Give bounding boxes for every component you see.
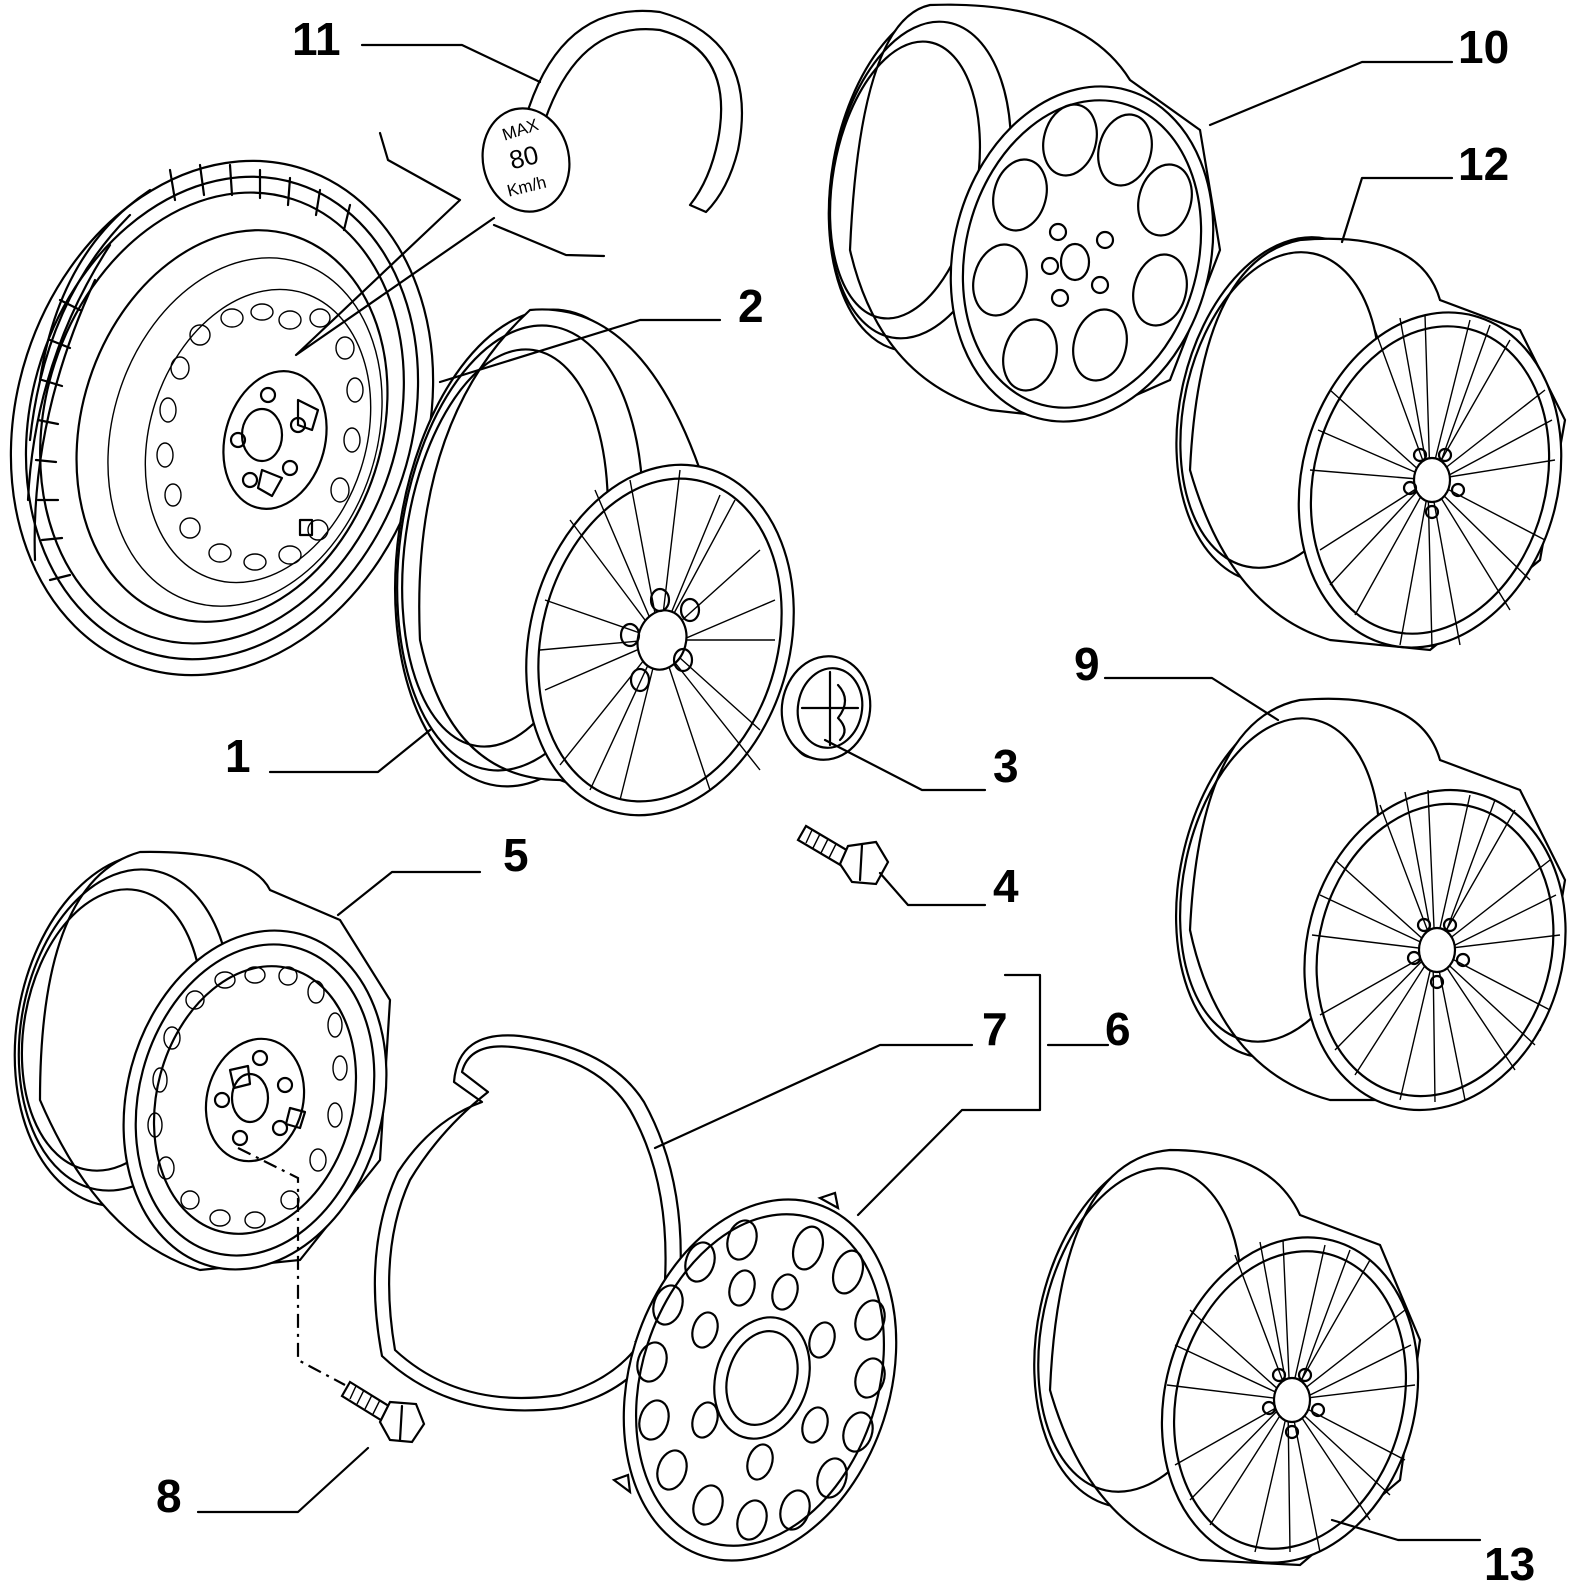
centre-cap-badge — [780, 655, 872, 761]
leader-lines — [196, 43, 1482, 1542]
alloy-wheel-part-9 — [1174, 697, 1567, 1112]
callout-1: 1 — [225, 730, 251, 782]
steel-wheel-part-5 — [13, 850, 392, 1386]
callout-12: 12 — [1458, 138, 1509, 190]
callout-10: 10 — [1458, 21, 1509, 73]
alloy-wheel-part-13 — [1033, 1148, 1422, 1567]
callout-6: 6 — [1105, 1003, 1131, 1055]
alloy-wheel-part-12 — [1175, 236, 1567, 652]
hubcap-part-6 — [611, 1191, 898, 1562]
wheel-bolt-part-8 — [340, 1380, 426, 1444]
callout-labels: 11 10 12 2 1 3 4 5 9 7 6 8 13 — [156, 13, 1535, 1586]
callout-3: 3 — [993, 740, 1019, 792]
callout-9: 9 — [1074, 638, 1100, 690]
callout-8: 8 — [156, 1470, 182, 1522]
callout-7: 7 — [982, 1003, 1008, 1055]
sticker-speed: 80 — [506, 139, 541, 175]
callout-4: 4 — [993, 860, 1019, 912]
speed-limit-sticker: MAX 80 Km/h — [294, 9, 744, 357]
wheel-bolt-part-4 — [796, 824, 890, 886]
spare-wheel-with-tyre — [9, 159, 435, 677]
callout-5: 5 — [503, 829, 529, 881]
callout-2: 2 — [738, 280, 764, 332]
alloy-wheel-part-10 — [827, 3, 1222, 423]
alloy-wheel-part-1 — [393, 308, 795, 817]
callout-11: 11 — [292, 13, 341, 65]
callout-13: 13 — [1484, 1538, 1535, 1586]
